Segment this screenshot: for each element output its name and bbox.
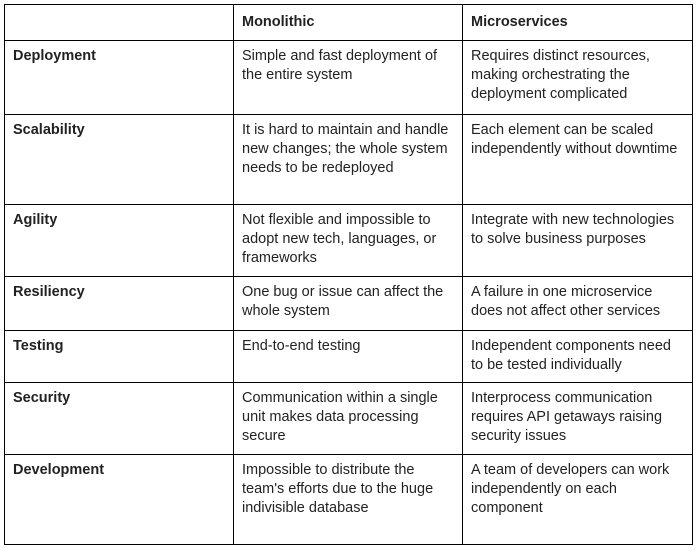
comparison-table: Monolithic Microservices Deployment Simp… [4,4,693,545]
header-empty-cell [4,4,234,41]
monolithic-cell: Simple and fast deployment of the entire… [233,40,463,115]
microservices-cell: Independent components need to be tested… [462,330,693,383]
monolithic-cell: Communication within a single unit makes… [233,382,463,455]
monolithic-cell: One bug or issue can affect the whole sy… [233,276,463,331]
monolithic-cell: Not flexible and impossible to adopt new… [233,204,463,277]
microservices-cell: Each element can be scaled independently… [462,114,693,205]
microservices-cell: Interprocess communication requires API … [462,382,693,455]
header-row: Monolithic Microservices [4,4,693,41]
monolithic-cell: It is hard to maintain and handle new ch… [233,114,463,205]
table-row: Testing End-to-end testing Independent c… [4,330,693,383]
table-row: Deployment Simple and fast deployment of… [4,40,693,115]
row-label-security: Security [4,382,234,455]
microservices-cell: Requires distinct resources, making orch… [462,40,693,115]
monolithic-cell: Impossible to distribute the team's effo… [233,454,463,545]
monolithic-cell: End-to-end testing [233,330,463,383]
table-row: Security Communication within a single u… [4,382,693,455]
table-row: Development Impossible to distribute the… [4,454,693,545]
row-label-development: Development [4,454,234,545]
header-microservices: Microservices [462,4,693,41]
table-row: Scalability It is hard to maintain and h… [4,114,693,205]
row-label-scalability: Scalability [4,114,234,205]
table-row: Resiliency One bug or issue can affect t… [4,276,693,331]
header-monolithic: Monolithic [233,4,463,41]
microservices-cell: Integrate with new technologies to solve… [462,204,693,277]
microservices-cell: A team of developers can work independen… [462,454,693,545]
microservices-cell: A failure in one microservice does not a… [462,276,693,331]
table-row: Agility Not flexible and impossible to a… [4,204,693,277]
row-label-agility: Agility [4,204,234,277]
row-label-resiliency: Resiliency [4,276,234,331]
row-label-testing: Testing [4,330,234,383]
row-label-deployment: Deployment [4,40,234,115]
